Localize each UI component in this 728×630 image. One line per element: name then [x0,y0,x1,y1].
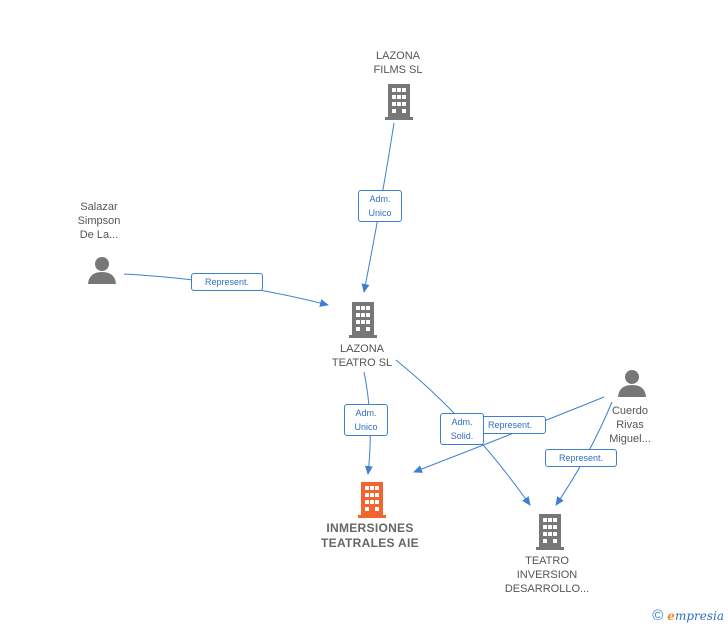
brand-logo[interactable]: empresia [667,608,724,623]
footer-brand[interactable]: © empresia [652,607,724,624]
edge-label-films-to-teatro: Adm. Unico [358,190,402,222]
node-label-teatro-inversion[interactable]: TEATRO INVERSION DESARROLLO... [504,555,590,595]
node-label-lazona-teatro[interactable]: LAZONA TEATRO SL [331,343,393,369]
building-icon-lazona-teatro[interactable] [349,302,377,338]
person-icon-salazar[interactable] [87,255,117,285]
building-icon-teatro-inversion[interactable] [536,514,564,550]
building-icon-lazona-films[interactable] [385,84,413,120]
edge-label-teatro-to-inmersiones: Adm. Unico [344,404,388,436]
copyright-icon: © [652,607,664,624]
node-label-inmersiones[interactable]: INMERSIONES TEATRALES AIE [321,521,419,550]
node-label-lazona-films[interactable]: LAZONA FILMS SL [373,50,423,76]
node-label-salazar[interactable]: Salazar Simpson De La... [77,201,121,241]
edge-label-teatro-to-inversion: Adm. Solid. [440,413,484,445]
edge-cuerdo-to-inmersiones [413,396,605,473]
edge-label-salazar-to-teatro: Represent. [191,273,263,291]
node-label-cuerdo[interactable]: Cuerdo Rivas Miguel... [609,405,651,445]
edge-label-cuerdo-to-inmersiones: Represent. [474,416,546,434]
edge-label-cuerdo-to-inversion: Represent. [545,449,617,467]
building-icon-inmersiones[interactable] [358,482,386,518]
person-icon-cuerdo[interactable] [617,368,647,398]
